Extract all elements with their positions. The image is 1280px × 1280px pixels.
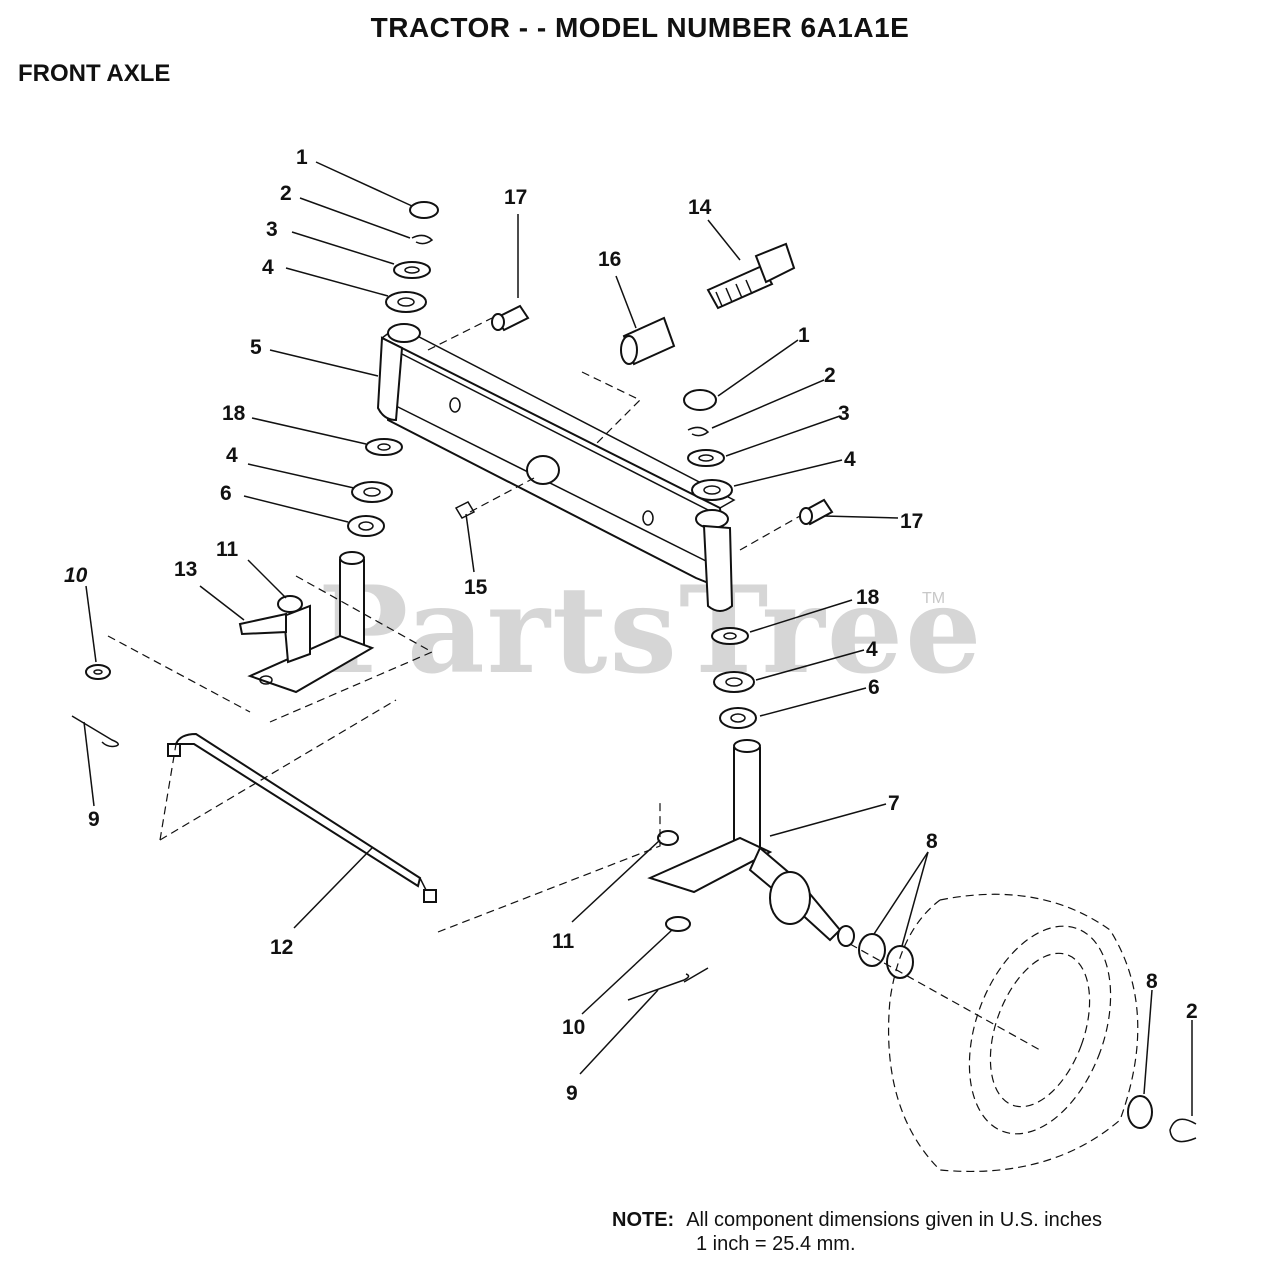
callout-2-wheel: 2 (1186, 1000, 1198, 1023)
left-cotter-hardware (71, 664, 119, 748)
callout-4-right-top: 4 (844, 448, 856, 471)
callout-17-top: 17 (504, 186, 527, 209)
callout-2-left: 2 (280, 182, 292, 205)
callout-10-right: 10 (562, 1016, 585, 1039)
callout-13: 13 (174, 558, 197, 581)
watermark-trademark: TM (922, 590, 946, 607)
callout-12: 12 (270, 936, 293, 959)
callout-6-right: 6 (868, 676, 880, 699)
left-spindle (238, 551, 375, 694)
callout-11-left: 11 (216, 538, 239, 561)
dimension-note: NOTE: All component dimensions given in U… (612, 1208, 1102, 1256)
callout-15: 15 (464, 576, 488, 599)
section-title: FRONT AXLE (18, 60, 171, 87)
assembly-dashed-lines (107, 317, 1041, 1051)
callout-10-left: 10 (64, 564, 88, 587)
callout-3-right: 3 (838, 402, 850, 425)
callout-11-right: 11 (552, 930, 575, 953)
front-wheel (887, 893, 1197, 1173)
note-label: NOTE: (612, 1209, 675, 1231)
tie-rod (167, 732, 437, 903)
callout-4-right-lower: 4 (866, 638, 878, 661)
note-text-line-2: 1 inch = 25.4 mm. (696, 1233, 856, 1255)
callout-4-left-top: 4 (262, 256, 274, 279)
callout-1-left: 1 (296, 146, 308, 169)
callout-8-lower: 8 (1146, 970, 1158, 993)
note-text-line-1: All component dimensions given in U.S. i… (686, 1209, 1102, 1231)
callout-4-left-lower: 4 (226, 444, 238, 467)
callout-17-right: 17 (900, 510, 923, 533)
leader-lines (83, 161, 1193, 1116)
callout-9-left: 9 (88, 808, 100, 831)
watermark: PartsTree (318, 560, 984, 701)
callout-18-left: 18 (222, 402, 246, 425)
callout-numbers: 1 2 3 4 5 18 4 6 11 13 10 9 17 16 14 1 2… (64, 146, 1198, 1105)
callout-7: 7 (888, 792, 900, 815)
right-pivot-hardware (683, 389, 757, 729)
callout-8-upper: 8 (926, 830, 938, 853)
callout-18-right: 18 (856, 586, 880, 609)
right-spindle (627, 739, 914, 1001)
callout-5: 5 (250, 336, 262, 359)
axle-mount-hardware (454, 242, 834, 526)
callout-1-right: 1 (798, 324, 810, 347)
left-pivot-hardware (347, 201, 439, 537)
callout-14: 14 (688, 196, 712, 219)
page-title: TRACTOR - - MODEL NUMBER 6A1A1E (370, 12, 910, 43)
callout-2-right: 2 (824, 364, 836, 387)
note-line-1: NOTE: All component dimensions given in U… (612, 1208, 1102, 1232)
axle-beam (376, 323, 736, 612)
callout-9-right: 9 (566, 1082, 578, 1105)
callout-16: 16 (598, 248, 621, 271)
callout-6-left: 6 (220, 482, 232, 505)
callout-3-left: 3 (266, 218, 278, 241)
